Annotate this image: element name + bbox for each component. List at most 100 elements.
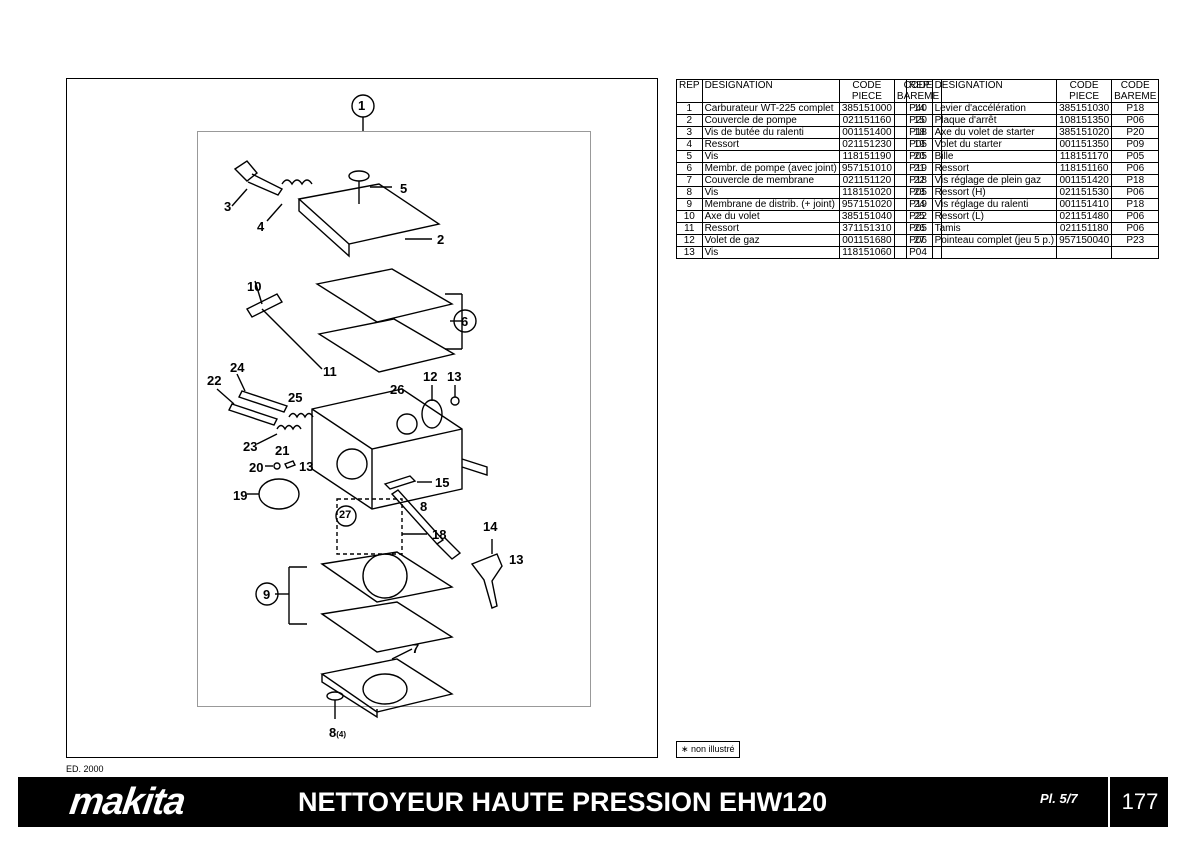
cell-designation: Vis réglage du ralenti xyxy=(931,198,1058,211)
callout-6: 6 xyxy=(461,314,469,329)
cell-rep: 24 xyxy=(906,198,933,211)
note-not-illustrated: ∗ non illustré xyxy=(676,741,740,758)
cell-code: 118151190 xyxy=(838,150,895,163)
callout-15: 15 xyxy=(435,475,450,490)
cell-code: 021151230 xyxy=(838,138,895,151)
cell-rep: 15 xyxy=(906,114,933,127)
cell-bareme xyxy=(1111,246,1160,259)
cell-rep: 27 xyxy=(906,234,933,247)
callout-26: 26 xyxy=(390,382,405,397)
cell-code: 021151530 xyxy=(1056,186,1113,199)
cell-designation: Couvercle de pompe xyxy=(701,114,840,127)
cell-designation: Axe du volet de starter xyxy=(931,126,1058,139)
table-row xyxy=(906,246,1160,259)
col-rep: REP xyxy=(906,79,933,103)
cell-rep: 18 xyxy=(906,126,933,139)
cell-designation: Couvercle de membrane xyxy=(701,174,840,187)
callout-8-mid: 8 xyxy=(420,499,428,514)
cell-code: 001151400 xyxy=(838,126,895,139)
cell-designation: Plaque d'arrêt xyxy=(931,114,1058,127)
callout-25: 25 xyxy=(288,390,303,405)
cell-code: 385151030 xyxy=(1056,102,1113,115)
col-designation: DESIGNATION xyxy=(931,79,1058,103)
callout-23: 23 xyxy=(243,439,258,454)
col-rep: REP xyxy=(676,79,703,103)
page-number: 177 xyxy=(1108,777,1170,827)
callout-4: 4 xyxy=(257,219,265,234)
callout-27: 27 xyxy=(339,509,352,521)
cell-bareme: P06 xyxy=(1111,162,1160,175)
cell-rep: 5 xyxy=(676,150,703,163)
cell-designation: Vis xyxy=(701,186,840,199)
cell-designation: Ressort xyxy=(931,162,1058,175)
callout-13-mid: 13 xyxy=(299,459,314,474)
cell-designation: Vis xyxy=(701,150,840,163)
cell-bareme: P05 xyxy=(1111,150,1160,163)
col-designation: DESIGNATION xyxy=(701,79,840,103)
cell-designation: Ressort xyxy=(701,138,840,151)
callout-18: 18 xyxy=(432,527,447,542)
cell-rep: 2 xyxy=(676,114,703,127)
exploded-diagram: 1 2 3 4 5 6 7 8(4) 9 10 11 12 13 13 13 1… xyxy=(66,78,658,758)
cell-designation: Membrane de distrib. (+ joint) xyxy=(701,198,840,211)
cell-code: 385151020 xyxy=(1056,126,1113,139)
cell-rep: 25 xyxy=(906,210,933,223)
cell-rep: 14 xyxy=(906,102,933,115)
cell-bareme: P06 xyxy=(1111,186,1160,199)
cell-code: 001151420 xyxy=(1056,174,1113,187)
cell-rep: 8 xyxy=(676,186,703,199)
cell-code: 021151480 xyxy=(1056,210,1113,223)
callout-24: 24 xyxy=(230,360,245,375)
cell-code: 957151020 xyxy=(838,198,895,211)
cell-code: 001151680 xyxy=(838,234,895,247)
cell-rep: 12 xyxy=(676,234,703,247)
cell-designation: Pointeau complet (jeu 5 p.) xyxy=(931,234,1058,247)
cell-rep: 22 xyxy=(906,174,933,187)
cell-code: 118151060 xyxy=(838,246,895,259)
callout-13-top: 13 xyxy=(447,369,462,384)
cell-designation: Axe du volet xyxy=(701,210,840,223)
cell-code xyxy=(1056,246,1113,259)
callout-1: 1 xyxy=(358,98,366,113)
cell-bareme: P23 xyxy=(1111,234,1160,247)
cell-bareme: P18 xyxy=(1111,198,1160,211)
cell-bareme: P06 xyxy=(1111,222,1160,235)
cell-bareme: P09 xyxy=(1111,138,1160,151)
cell-code: 118151170 xyxy=(1056,150,1113,163)
cell-code: 385151000 xyxy=(838,102,895,115)
cell-code: 001151350 xyxy=(1056,138,1113,151)
cell-rep xyxy=(906,246,933,259)
cell-designation: Vis xyxy=(701,246,840,259)
callout-8: 8(4) xyxy=(329,725,347,740)
cell-rep: 7 xyxy=(676,174,703,187)
cell-code: 021151160 xyxy=(838,114,895,127)
cell-designation: Membr. de pompe (avec joint) xyxy=(701,162,840,175)
cell-rep: 1 xyxy=(676,102,703,115)
product-title: NETTOYEUR HAUTE PRESSION EHW120 xyxy=(298,787,828,817)
callout-20: 20 xyxy=(249,460,264,475)
cell-bareme: P18 xyxy=(1111,174,1160,187)
cell-designation: Levier d'accélération xyxy=(931,102,1058,115)
makita-logo: makita xyxy=(67,781,188,823)
cell-rep: 21 xyxy=(906,162,933,175)
callout-14: 14 xyxy=(483,519,498,534)
